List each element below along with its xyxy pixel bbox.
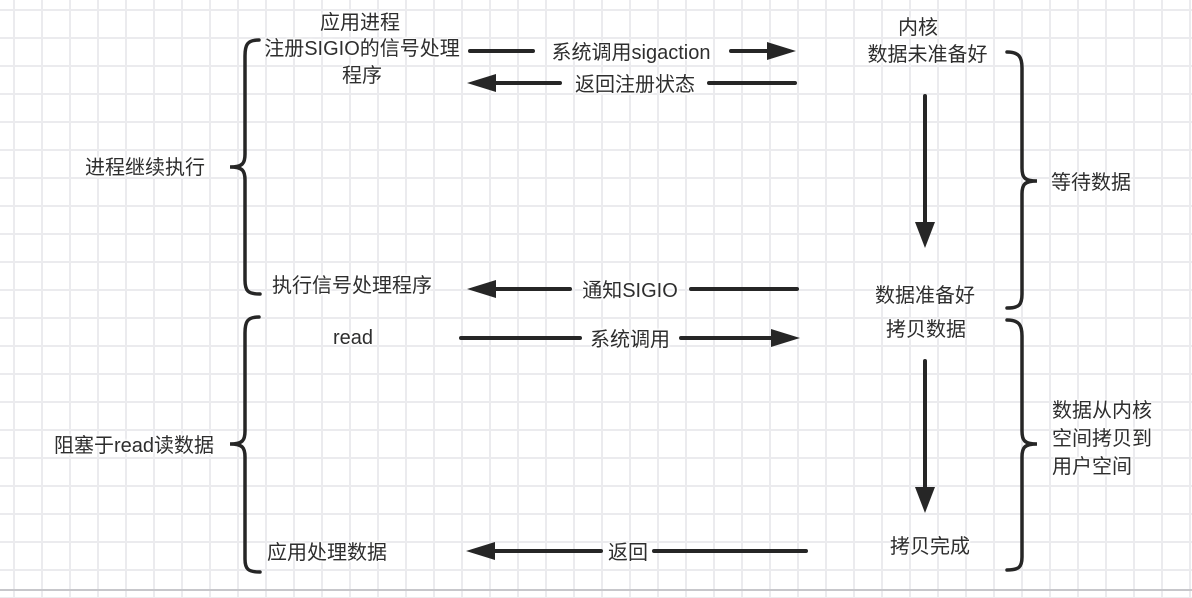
label-phase-process-continues: 进程继续执行 [85, 157, 205, 179]
label-read-call: read [332, 327, 374, 349]
label-phase-blocked-read: 阻塞于read读数据 [53, 435, 214, 457]
brace-process-continues [229, 38, 262, 296]
bottom-baseline [0, 589, 1192, 591]
label-data-ready: 数据准备好 [875, 285, 975, 307]
arrow-kernel-wait-down [915, 94, 935, 248]
label-register-handler: 注册SIGIO的信号处理程序 [264, 38, 460, 87]
arrow-label-return-status: 返回注册状态 [575, 74, 695, 96]
label-app-process-title: 应用进程 [320, 12, 400, 34]
arrow-kernel-copy-down [915, 359, 935, 513]
arrow-label-return: 返回 [608, 542, 648, 564]
arrow-syscall-right [459, 329, 800, 347]
arrow-label-syscall: 系统调用 [590, 329, 670, 351]
arrow-return-status-left [467, 74, 797, 92]
label-phase-wait-data: 等待数据 [1051, 172, 1131, 194]
arrow-sigaction-right [468, 42, 796, 60]
label-kernel-title: 内核 [898, 17, 938, 39]
brace-copy-data [1005, 318, 1038, 572]
label-app-process-data: 应用处理数据 [267, 542, 387, 564]
label-execute-handler: 执行信号处理程序 [272, 275, 432, 297]
brace-blocked-read [229, 315, 262, 574]
arrow-label-notify-sigio: 通知SIGIO [582, 280, 678, 302]
arrow-label-sigaction: 系统调用sigaction [551, 42, 711, 64]
brace-wait-data [1005, 50, 1038, 310]
arrow-return-left [466, 542, 808, 560]
label-data-not-ready: 数据未准备好 [867, 44, 988, 66]
arrow-notify-sigio-left [467, 280, 799, 298]
label-copy-complete: 拷贝完成 [890, 536, 970, 558]
label-copy-data: 拷贝数据 [886, 319, 966, 341]
label-phase-copy-kernel-user: 数据从内核空间拷贝到用户空间 [1052, 400, 1152, 478]
